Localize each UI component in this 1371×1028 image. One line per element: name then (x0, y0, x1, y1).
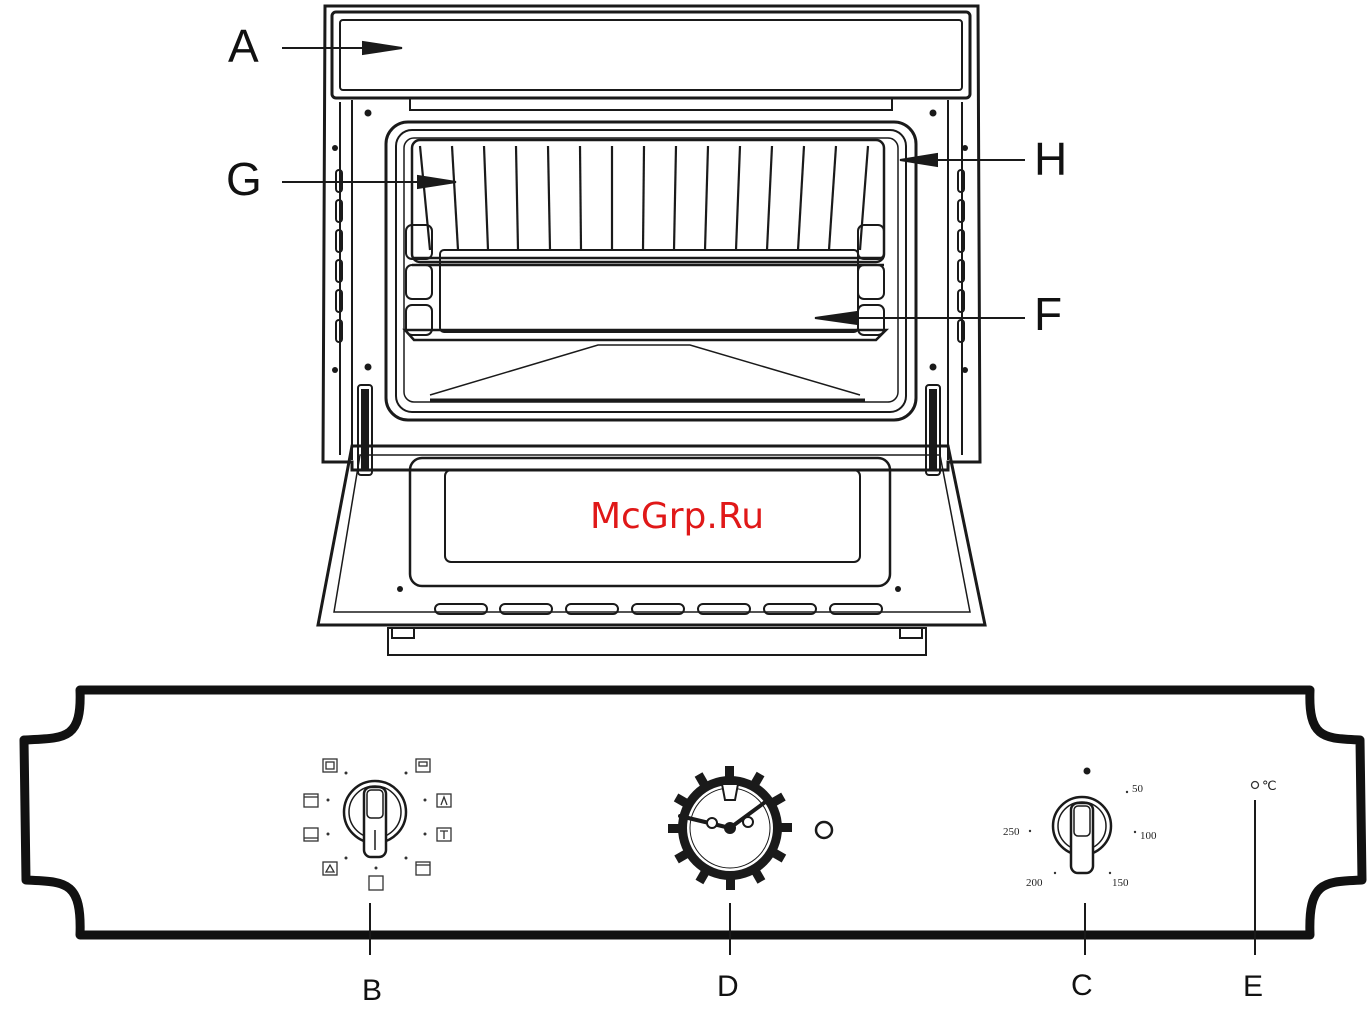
bottom-heat-icon (304, 828, 318, 841)
callout-label-b: B (362, 974, 382, 1007)
function-knob[interactable] (344, 781, 406, 857)
oven-cavity (386, 122, 916, 420)
top-heat-icon (304, 794, 318, 807)
cabinet-screws (332, 110, 968, 374)
off-icon (369, 876, 383, 890)
callout-label-e: E (1243, 970, 1263, 1003)
callout-label-d: D (717, 970, 739, 1003)
baking-tray (405, 250, 886, 340)
fan-bake-icon (437, 828, 451, 841)
grill-icon (416, 862, 430, 875)
callout-label-f: F (1034, 288, 1062, 340)
top-grill-icon (416, 759, 430, 772)
timer-clock[interactable] (668, 766, 792, 890)
callout-label-h: H (1034, 133, 1067, 185)
temp-label-150: 150 (1112, 877, 1129, 889)
wire-rack (412, 140, 884, 265)
callout-label-c: C (1071, 969, 1093, 1002)
fan-grill-icon (323, 759, 337, 772)
defrost-icon (437, 794, 451, 807)
callout-label-g: G (226, 153, 262, 205)
temp-label-50: 50 (1132, 783, 1144, 795)
temp-label-200: 200 (1026, 877, 1043, 889)
timer-reset-button[interactable] (816, 822, 832, 838)
thermostat-indicator-light: ℃ (1252, 778, 1277, 793)
oven-door (318, 446, 985, 655)
callout-label-a: A (228, 20, 259, 72)
conventional-icon (323, 862, 337, 875)
temp-label-100: 100 (1140, 830, 1157, 842)
temp-label-250: 250 (1003, 826, 1020, 838)
callout-arrows-top (282, 42, 1025, 324)
watermark-text: McGrp.Ru (590, 496, 764, 537)
top-control-strip (332, 12, 970, 110)
thermostat-off-dot (1084, 768, 1091, 775)
indicator-unit-label: ℃ (1262, 778, 1277, 793)
thermostat-knob[interactable] (1053, 797, 1111, 873)
